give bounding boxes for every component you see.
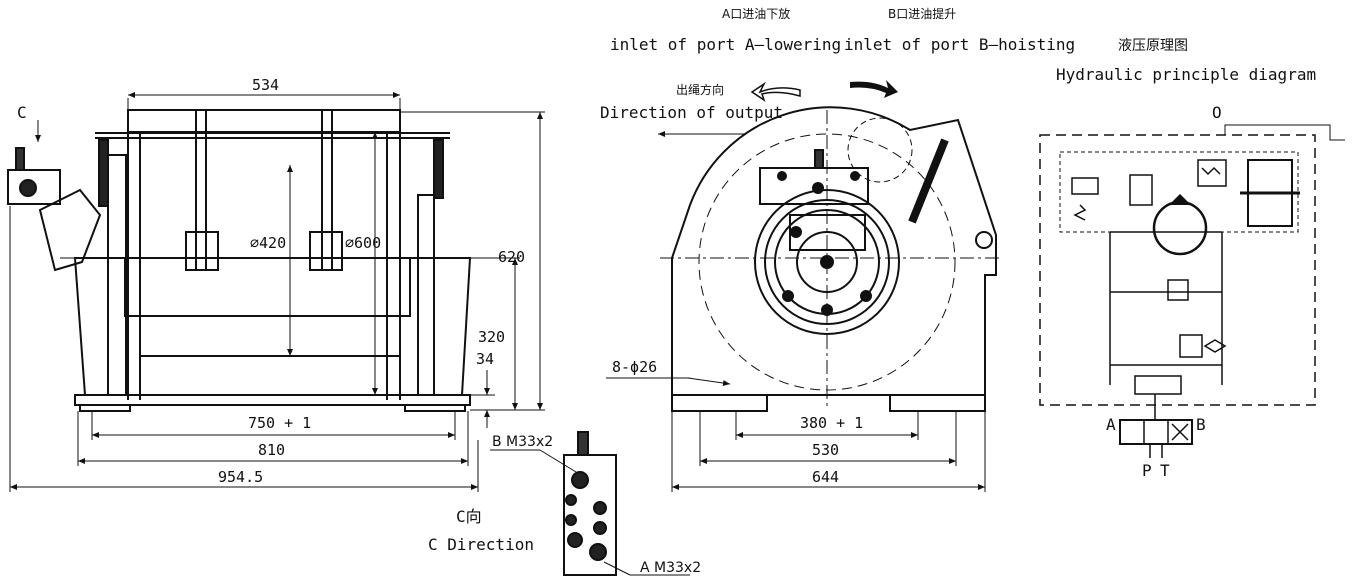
cylinder-right (433, 139, 444, 199)
cylinder-left (98, 139, 109, 207)
dim-bolt-span: 750 + 1 (248, 414, 311, 432)
dim-drum-dia: ∅420 (250, 234, 286, 252)
hydraulic-boundary (1039, 134, 1316, 406)
hydraulic-motor-symbol (1152, 200, 1208, 256)
hydraulic-port-b: B (1196, 415, 1206, 434)
side-dimensions (606, 131, 986, 492)
side-labels: A口进油下放 inlet of port A—lowering B口进油提升 i… (600, 6, 1075, 486)
c-direction-en: C Direction (428, 535, 534, 554)
rotation-arrows (750, 80, 898, 102)
valve-labels: B M33x2 A M33x2 C向 C Direction (428, 434, 701, 576)
hydraulic-port-a: A (1106, 415, 1116, 434)
top-frame (127, 109, 401, 133)
dim-center-height: 320 (478, 328, 505, 346)
dim-height-total: 620 (498, 248, 525, 266)
dim-base-width: 810 (258, 441, 285, 459)
port-b-en-label: inlet of port B—hoisting (844, 35, 1075, 54)
hydraulic-labels: 液压原理图 Hydraulic principle diagram O A B … (1056, 38, 1316, 480)
valve-body (563, 454, 617, 576)
dim-side-bolt-span: 380 + 1 (800, 414, 863, 432)
front-dimensions (9, 92, 545, 492)
dim-holes: 8-ϕ26 (612, 358, 657, 376)
hydraulic-port-p: P (1142, 461, 1152, 480)
dim-side-overall-width: 644 (812, 468, 839, 486)
hydraulic-port-o: O (1212, 103, 1222, 122)
c-direction-cn: C向 (456, 507, 482, 526)
dim-flange-dia: ∅600 (345, 234, 381, 252)
shuttle-valve-symbol (1134, 375, 1182, 395)
view-marker-c: C (17, 103, 27, 122)
dim-top-width: 534 (252, 76, 279, 94)
valve-port-b-label: B M33x2 (492, 434, 553, 450)
dim-overall-width: 954.5 (218, 468, 263, 486)
port-a-en-label: inlet of port A—lowering (610, 35, 841, 54)
relief-valve-symbol (1179, 334, 1203, 358)
hydraulic-title-cn: 液压原理图 (1118, 38, 1188, 54)
valve-block (7, 169, 61, 205)
dim-base-thickness: 34 (476, 350, 494, 368)
hydraulic-port-t: T (1160, 461, 1170, 480)
port-a-cn-label: A口进油下放 (722, 6, 790, 21)
front-view (7, 109, 480, 412)
valve-port-a-label: A M33x2 (640, 560, 701, 576)
directional-valve (1119, 419, 1193, 445)
hydraulic-motor (38, 188, 102, 272)
output-cn-label: 出绳方向 (676, 82, 724, 97)
hoisting-arrow (850, 80, 898, 98)
front-dimension-labels: 534 C ∅420 ∅600 620 320 34 750 + 1 810 9… (17, 76, 525, 486)
check-valve-symbol (1167, 279, 1189, 301)
side-cylinder (908, 138, 949, 224)
c-direction-valve (490, 431, 690, 576)
hydraulic-diagram (1039, 124, 1345, 458)
dim-side-base-width: 530 (812, 441, 839, 459)
side-foot-right (889, 394, 986, 412)
foot-right (404, 404, 466, 412)
side-view (660, 106, 1000, 412)
side-housing (671, 106, 997, 396)
lowering-arrow (750, 81, 801, 102)
side-foot-left (671, 394, 768, 412)
foot-left (79, 404, 131, 412)
output-en-label: Direction of output (600, 103, 783, 122)
port-b-cn-label: B口进油提升 (888, 6, 956, 21)
hydraulic-title-en: Hydraulic principle diagram (1056, 65, 1316, 84)
